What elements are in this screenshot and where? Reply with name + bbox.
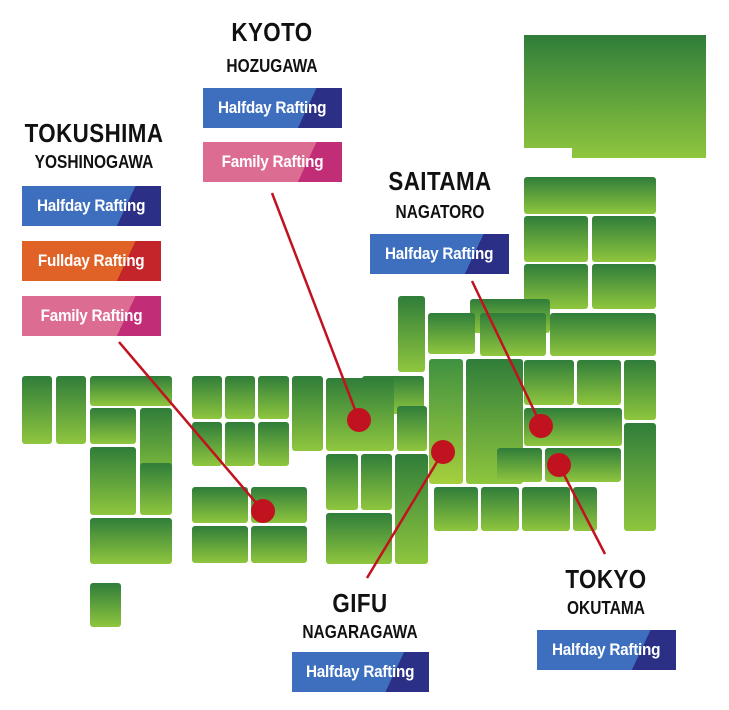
gifu-halfday-button[interactable]: Halfday Rafting — [292, 652, 429, 692]
tile-oita — [90, 376, 172, 406]
tile-ehime — [192, 526, 248, 563]
tile-fukushima — [550, 313, 656, 356]
tile-fukuoka — [22, 376, 52, 444]
tile-hyogo — [292, 376, 323, 451]
tile-yamagata — [524, 264, 588, 309]
tile-hokkaido — [524, 35, 706, 158]
marker-kyoto[interactable] — [347, 408, 371, 432]
tile-chiba — [624, 423, 656, 531]
tile-kochi — [251, 526, 307, 563]
tile-kanagawa — [522, 487, 570, 531]
tokyo-river: OKUTAMA — [567, 598, 645, 618]
kyoto-halfday-button[interactable]: Halfday Rafting — [203, 88, 342, 128]
tile-nara — [361, 454, 392, 510]
tile-tochigi — [524, 360, 574, 405]
saitama-halfday-button[interactable]: Halfday Rafting — [370, 234, 509, 274]
tokyo-title: TOKYO — [565, 564, 647, 594]
connector-gifu — [365, 451, 445, 579]
tile-wakayama — [326, 513, 392, 564]
tile-shizuoka — [481, 487, 519, 531]
tile-mie — [395, 454, 428, 564]
tile-miyazaki-s — [140, 463, 172, 515]
tile-akita — [524, 216, 588, 262]
tile-hiroshima — [225, 422, 255, 466]
tile-hiroshima-e — [258, 422, 289, 466]
tile-ishikawa — [398, 296, 425, 372]
tile-okayama — [258, 376, 289, 419]
marker-tokushima[interactable] — [251, 499, 275, 523]
marker-gifu[interactable] — [431, 440, 455, 464]
tokyo-halfday-button[interactable]: Halfday Rafting — [537, 630, 676, 670]
kyoto-family-button[interactable]: Family Rafting — [203, 142, 342, 182]
tile-osaka — [326, 454, 358, 510]
tokushima-family-button[interactable]: Family Rafting — [22, 296, 161, 336]
tile-yamanashi — [497, 448, 542, 482]
location-markers — [251, 408, 571, 523]
marker-saitama[interactable] — [529, 414, 553, 438]
tile-aomori — [524, 177, 656, 214]
connector-tokushima — [118, 341, 264, 512]
tile-iwate — [592, 216, 656, 262]
tile-toyama — [428, 313, 475, 354]
marker-tokyo[interactable] — [547, 453, 571, 477]
kyoto-title: KYOTO — [231, 17, 313, 47]
connector-lines — [118, 192, 607, 579]
tile-kumamoto — [90, 408, 136, 444]
tile-tottori — [225, 376, 255, 419]
connector-kyoto — [270, 192, 361, 421]
connector-tokyo — [557, 464, 607, 555]
tile-shimane — [192, 376, 222, 419]
tile-ibaraki-n — [577, 360, 621, 405]
tile-nagasaki — [90, 447, 136, 515]
tile-kagoshima — [90, 518, 172, 564]
saitama-title: SAITAMA — [388, 166, 492, 196]
gifu-title: GIFU — [332, 588, 388, 618]
tile-saga — [56, 376, 86, 444]
saitama-river: NAGATORO — [395, 202, 485, 222]
tokushima-halfday-button[interactable]: Halfday Rafting — [22, 186, 161, 226]
tokushima-title: TOKUSHIMA — [24, 118, 164, 148]
tile-ibaraki — [624, 360, 656, 420]
tile-aichi — [434, 487, 478, 531]
tile-shiga — [397, 406, 427, 451]
tile-izu — [573, 487, 597, 531]
gifu-river: NAGARAGAWA — [302, 622, 418, 642]
tile-okinawa — [90, 583, 121, 627]
prefecture-tiles — [22, 35, 706, 627]
tokushima-river: YOSHINOGAWA — [34, 152, 154, 172]
tile-gunma-n — [480, 313, 546, 356]
connector-saitama — [470, 280, 543, 426]
tokushima-fullday-button[interactable]: Fullday Rafting — [22, 241, 161, 281]
kyoto-river: HOZUGAWA — [226, 56, 318, 76]
tile-miyagi — [592, 264, 656, 309]
tile-kagawa — [192, 487, 248, 523]
